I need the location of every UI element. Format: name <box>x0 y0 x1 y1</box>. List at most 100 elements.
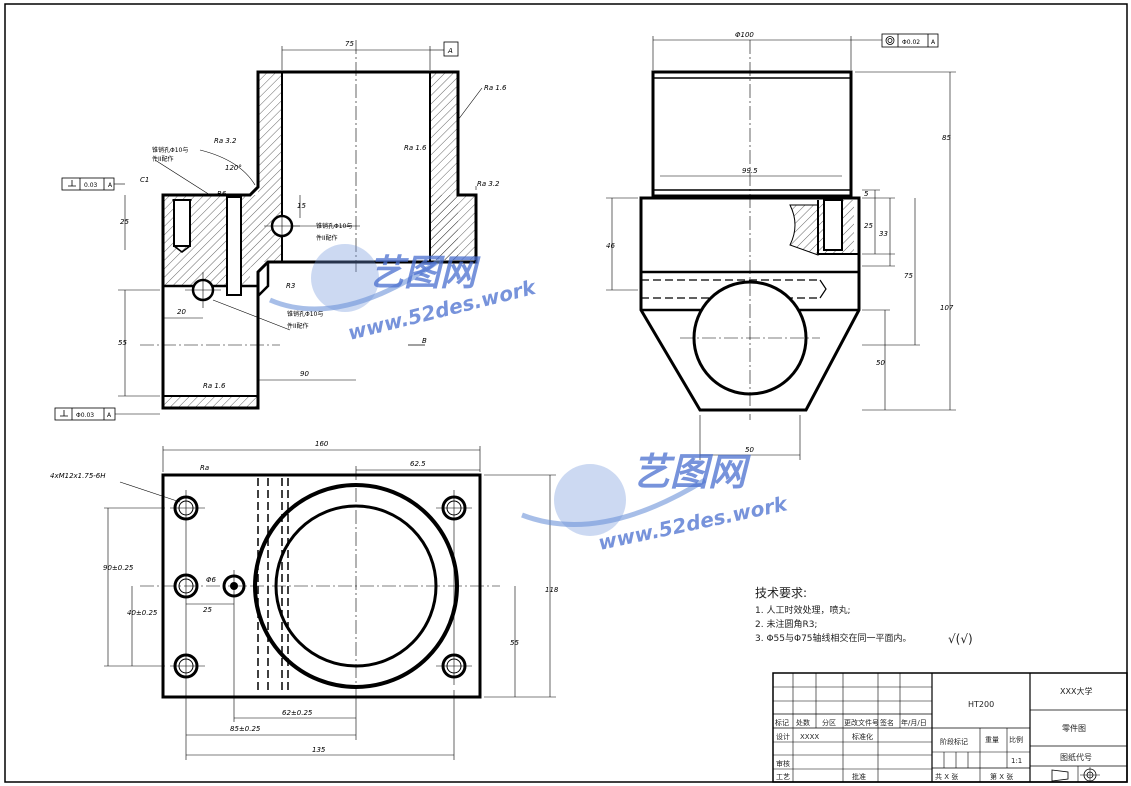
tb-designer: XXXX <box>800 733 819 741</box>
side-conc-value: Φ0.02 <box>902 39 920 46</box>
plan-dim-85: 85±0.25 <box>230 725 261 733</box>
r3-label: R3 <box>286 282 295 290</box>
tb-weight: 重量 <box>985 736 999 744</box>
tb-design: 设计 <box>776 732 790 741</box>
tb-scale-val: 1:1 <box>1011 757 1022 765</box>
dim-25: 25 <box>120 218 129 226</box>
watermark-brand-1: 艺图网 <box>368 253 481 294</box>
tb-col-date: 年/月/日 <box>901 718 927 727</box>
dim-55: 55 <box>118 339 127 347</box>
req-item-3: 3. Φ55与Φ75轴线相交在同一平面内。 <box>755 632 912 644</box>
note-drill-2b: 件II配作 <box>316 234 338 242</box>
side-top-cylinder <box>651 70 853 198</box>
note-drill-3a: 锥销孔Φ10与 <box>287 310 323 318</box>
tb-material: HT200 <box>968 700 994 709</box>
front-outline <box>161 70 478 410</box>
tb-stage: 阶段标记 <box>940 737 968 746</box>
ra32-right: Ra 3.2 <box>477 180 500 188</box>
note-drill-2a: 锥销孔Φ10与 <box>316 222 352 230</box>
front-section-view: 75 A Ra 1.6 Ra 3.2 Ra 3.2 Ra 1.6 Ra 1.6 … <box>54 40 507 421</box>
title-block: HT200 XXX大学 零件图 图纸代号 标记 处数 分区 更改文件号 签名 年… <box>772 672 1128 783</box>
datum-a-label: A <box>447 47 453 55</box>
watermark-globe-icon-2 <box>554 464 626 536</box>
req-item-1: 1. 人工时效处理，喷丸; <box>755 604 850 616</box>
watermark-globe-icon <box>311 244 379 312</box>
tol-datum-1: A <box>108 182 113 189</box>
plan-dim-90: 90±0.25 <box>103 564 134 572</box>
plan-dim-40: 40±0.25 <box>127 609 158 617</box>
dim-75: 75 <box>345 40 354 48</box>
note-drill-1a: 锥销孔Φ10与 <box>152 146 188 154</box>
tol-perp-2: Φ0.03 <box>76 412 94 419</box>
side-dim-85: 85 <box>942 134 951 142</box>
ra16-bottom: Ra 1.6 <box>203 382 226 390</box>
hatch-bottom <box>163 396 258 408</box>
dim-15: 15 <box>297 202 306 210</box>
side-dim-5: 5 <box>864 190 869 198</box>
datum-a-box <box>443 41 459 57</box>
side-dim-100: Φ100 <box>735 31 754 39</box>
hatch-right-step <box>430 195 476 260</box>
plan-view: 160 62.5 4xM12x1.75-6H Ra Φ6 25 90±0.25 … <box>50 440 559 760</box>
tol-perp-1: 0.03 <box>84 182 98 189</box>
side-conc-frame <box>881 33 939 48</box>
req-title: 技术要求: <box>755 586 807 600</box>
tb-sheet-no: 第 X 张 <box>990 772 1013 781</box>
angle-120: 120° <box>225 164 242 172</box>
side-dim-33: 33 <box>879 230 888 238</box>
plan-d6: Φ6 <box>206 576 217 584</box>
side-dim-107: 107 <box>940 304 954 312</box>
tb-col-mark: 标记 <box>775 718 789 727</box>
ra16-top: Ra 1.6 <box>484 84 507 92</box>
side-conc-datum: A <box>931 39 936 46</box>
dim-20: 20 <box>177 308 186 316</box>
c1-label: C1 <box>140 176 149 184</box>
drawing-border <box>4 3 1128 783</box>
watermark-1: 艺图网 www.52des.work <box>269 244 539 345</box>
tb-col-count: 处数 <box>796 718 810 727</box>
plan-dim-62: 62±0.25 <box>282 709 313 717</box>
plan-dim-625: 62.5 <box>410 460 426 468</box>
tb-sheets-total: 共 X 张 <box>935 772 958 781</box>
tb-drawing-name: 零件图 <box>1062 723 1086 733</box>
tb-col-zone: 分区 <box>822 718 836 727</box>
plan-dim-118: 118 <box>545 586 559 594</box>
tol-datum-2: A <box>107 412 112 419</box>
tb-process: 工艺 <box>776 773 790 781</box>
b-view-mark: B <box>422 337 427 345</box>
ra32-left: Ra 3.2 <box>214 137 237 145</box>
note-drill-3b: 件II配作 <box>287 322 309 330</box>
watermark-2: 艺图网 www.52des.work <box>521 450 791 555</box>
tb-review: 审核 <box>776 759 790 768</box>
r3-corner <box>257 262 270 297</box>
side-dim-75: 75 <box>904 272 913 280</box>
tb-university: XXX大学 <box>1060 686 1092 696</box>
technical-requirements: 技术要求: 1. 人工时效处理，喷丸; 2. 未注圆角R3; 3. Φ55与Φ7… <box>755 586 973 646</box>
side-dim-25: 25 <box>864 222 873 230</box>
tapped-hole <box>173 199 191 247</box>
tb-col-sign: 签名 <box>880 718 894 727</box>
plan-dim-55: 55 <box>510 639 519 647</box>
note-drill-1b: 件II配作 <box>152 155 174 163</box>
tb-col-doc: 更改文件号 <box>844 718 879 727</box>
rough-symbol: √(√) <box>948 632 973 646</box>
dim-90: 90 <box>300 370 309 378</box>
tb-standard: 标准化 <box>852 732 873 741</box>
tb-approve: 批准 <box>852 772 866 781</box>
projection-symbol-icon <box>1051 767 1100 782</box>
ra16-inner: Ra 1.6 <box>404 144 427 152</box>
plan-thread-note: 4xM12x1.75-6H <box>50 472 106 480</box>
req-item-2: 2. 未注圆角R3; <box>755 618 817 630</box>
r6-label: R6 <box>217 190 227 198</box>
plan-ra: Ra <box>200 464 209 472</box>
plan-dim-160: 160 <box>315 440 329 448</box>
tb-drawing-code: 图纸代号 <box>1060 752 1092 762</box>
plan-dim-25: 25 <box>203 606 212 614</box>
watermark-brand-2: 艺图网 <box>632 450 751 494</box>
side-view: Φ100 Φ0.02 A 99.5 85 5 25 33 46 75 107 5… <box>606 31 956 460</box>
vertical-pin-hole <box>226 196 242 296</box>
tb-scale: 比例 <box>1009 735 1023 744</box>
side-dim-50h: 50 <box>745 446 754 454</box>
side-dim-50v: 50 <box>876 359 885 367</box>
